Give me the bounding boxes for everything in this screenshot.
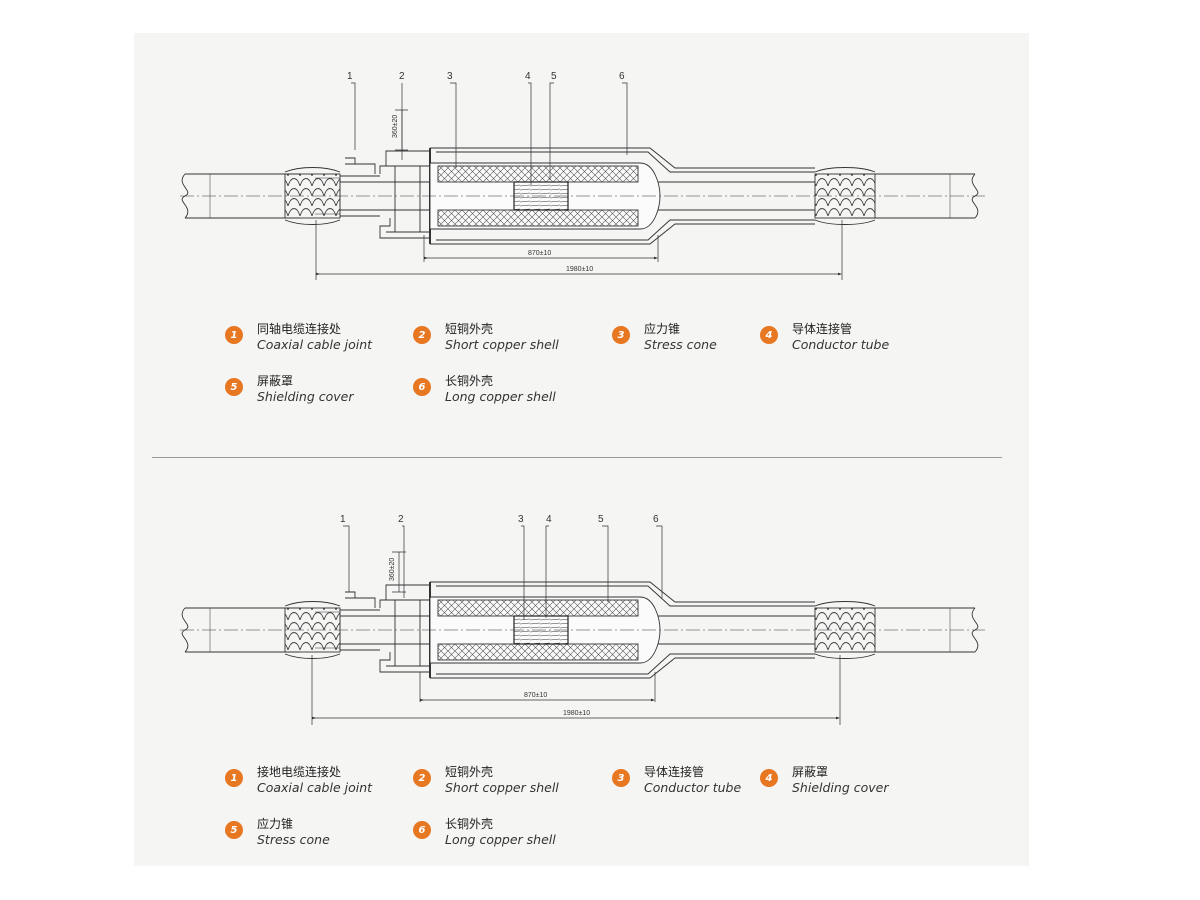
callout-2-3: 3 — [518, 514, 524, 525]
legend-zh: 同轴电缆连接处 — [257, 322, 342, 336]
number-badge: 5 — [225, 378, 243, 396]
legend-en: Long copper shell — [445, 832, 556, 847]
callout-2-2: 2 — [398, 514, 404, 525]
dim-overall-1: 1980±10 — [566, 266, 593, 273]
legend-zh: 短铜外壳 — [445, 322, 494, 336]
legend-en: Conductor tube — [644, 780, 742, 795]
legend-en: Short copper shell — [445, 337, 559, 352]
legend-en: Coaxial cable joint — [257, 337, 373, 352]
callout-1-4: 4 — [525, 71, 531, 82]
legend-zh: 长铜外壳 — [445, 374, 494, 388]
dim-middle-2: 870±10 — [524, 692, 547, 699]
legend-en: Stress cone — [257, 832, 330, 847]
callout-2-1: 1 — [340, 514, 346, 525]
dim-height-1: 360±20 — [392, 115, 399, 138]
number-badge: 2 — [413, 326, 431, 344]
number-badge: 6 — [413, 378, 431, 396]
legend-zh: 屏蔽罩 — [792, 765, 829, 779]
dim-overall-2: 1980±10 — [563, 710, 590, 717]
dim-middle-1: 870±10 — [528, 250, 551, 257]
joint-drawing-1 — [179, 147, 986, 245]
callout-1-5: 5 — [551, 71, 557, 82]
number-badge: 3 — [612, 769, 630, 787]
number-badge: 4 — [760, 769, 778, 787]
legend-en: Shielding cover — [257, 389, 354, 404]
section-divider — [152, 457, 1002, 458]
callout-2-5: 5 — [598, 514, 604, 525]
number-badge: 6 — [413, 821, 431, 839]
legend-zh: 接地电缆连接处 — [257, 765, 342, 779]
callout-2-4: 4 — [546, 514, 552, 525]
number-badge: 2 — [413, 769, 431, 787]
legend-zh: 导体连接管 — [644, 765, 705, 779]
number-badge: 3 — [612, 326, 630, 344]
number-badge: 4 — [760, 326, 778, 344]
legend-zh: 短铜外壳 — [445, 765, 494, 779]
callout-1-3: 3 — [447, 71, 453, 82]
number-badge: 5 — [225, 821, 243, 839]
legend-zh: 应力锥 — [644, 322, 681, 336]
number-badge: 1 — [225, 326, 243, 344]
dim-height-2: 360±20 — [389, 558, 396, 581]
legend-en: Long copper shell — [445, 389, 556, 404]
legend-zh: 应力锥 — [257, 817, 294, 831]
legend-zh: 长铜外壳 — [445, 817, 494, 831]
legend-en: Shielding cover — [792, 780, 889, 795]
callout-1-6: 6 — [619, 71, 625, 82]
legend-en: Conductor tube — [792, 337, 890, 352]
callout-2-6: 6 — [653, 514, 659, 525]
joint-drawing-2 — [179, 581, 986, 679]
legend-en: Short copper shell — [445, 780, 559, 795]
legend-zh: 屏蔽罩 — [257, 374, 294, 388]
number-badge: 1 — [225, 769, 243, 787]
callout-1-1: 1 — [347, 71, 353, 82]
callout-1-2: 2 — [399, 71, 405, 82]
legend-en: Stress cone — [644, 337, 717, 352]
legend-en: Coaxial cable joint — [257, 780, 373, 795]
legend-zh: 导体连接管 — [792, 322, 853, 336]
